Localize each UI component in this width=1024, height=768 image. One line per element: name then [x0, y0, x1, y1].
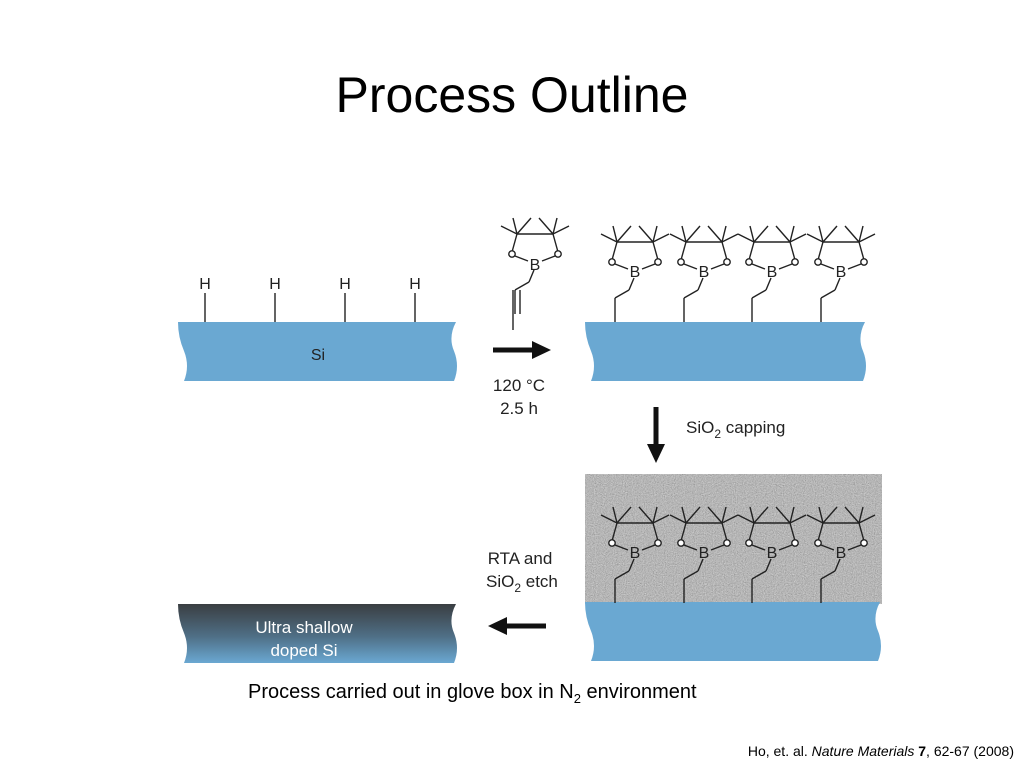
temperature-label: 120 °C [493, 376, 545, 395]
capping-label: SiO2 capping [686, 418, 785, 441]
h-atoms [204, 293, 416, 322]
reagent-molecule: B [500, 217, 570, 330]
si-substrate-1 [178, 322, 457, 381]
h-atom-label: H [339, 276, 351, 293]
si-substrate-2 [585, 322, 866, 381]
boron-label: B [836, 545, 847, 562]
panel-h-terminated-si: Si H H H H [178, 276, 457, 381]
doped-si-substrate [178, 604, 457, 663]
panel-doped-si: Ultra shallow doped Si [178, 604, 457, 663]
arrow-left [488, 617, 546, 635]
doped-si-label-line2: doped Si [270, 641, 337, 660]
boron-label: B [767, 545, 778, 562]
h-atom-label: H [199, 276, 211, 293]
caption: Process carried out in glove box in N2 e… [248, 681, 697, 706]
boron-label: B [530, 257, 541, 274]
boron-label: B [767, 264, 778, 281]
arrow-down [647, 407, 665, 463]
rta-label: RTA and [488, 549, 553, 568]
si-label-1: Si [311, 347, 325, 364]
monolayer-molecules [600, 225, 876, 323]
boron-label: B [836, 264, 847, 281]
panel-monolayer: B B B B [585, 225, 876, 381]
boron-label: B [630, 264, 641, 281]
h-atom-label: H [409, 276, 421, 293]
arrow-right [493, 341, 551, 359]
citation: Ho, et. al. Nature Materials 7, 62-67 (2… [747, 743, 1014, 759]
boron-label: B [699, 545, 710, 562]
boron-label: B [699, 264, 710, 281]
slide-title: Process Outline [335, 67, 689, 123]
boron-label: B [630, 545, 641, 562]
time-label: 2.5 h [500, 399, 538, 418]
doped-si-label-line1: Ultra shallow [255, 618, 353, 637]
etch-label: SiO2 etch [486, 572, 558, 595]
h-atom-label: H [269, 276, 281, 293]
si-substrate-3 [585, 602, 881, 661]
panel-capped: B B B B [585, 474, 882, 661]
